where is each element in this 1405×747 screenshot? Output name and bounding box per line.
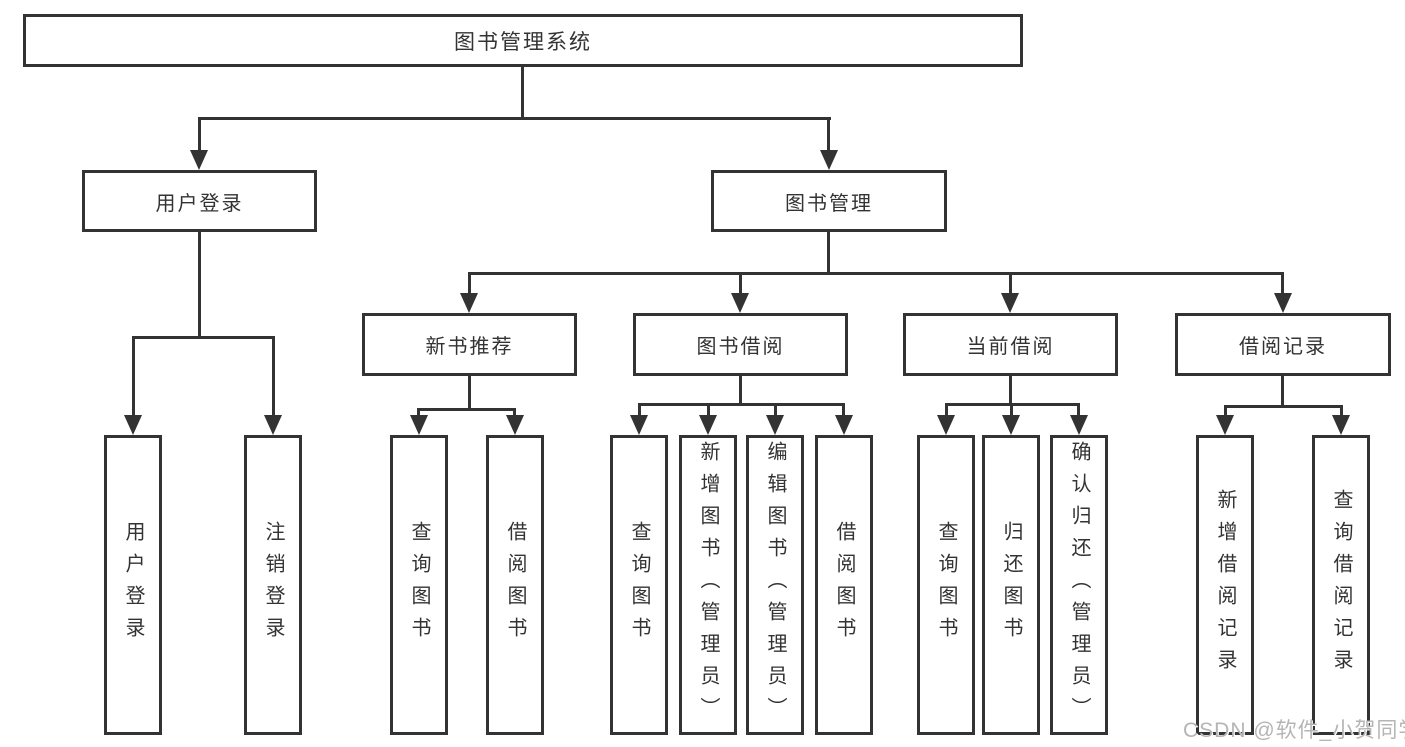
connector-line: [739, 272, 742, 296]
arrowhead-down-icon: [506, 415, 524, 435]
node-book-management: 图书管理: [711, 170, 947, 232]
connector-line: [1010, 403, 1013, 418]
connector-line: [827, 117, 830, 155]
leaf-borrow-books-1: 借阅图书: [486, 435, 544, 735]
node-user-login: 用户登录: [82, 170, 317, 232]
arrowhead-down-icon: [766, 415, 784, 435]
arrowhead-down-icon: [1216, 415, 1234, 435]
connector-line: [417, 408, 516, 411]
connector-line: [272, 336, 275, 418]
connector-line: [739, 373, 742, 406]
node-root: 图书管理系统: [23, 14, 1023, 67]
leaf-query-books-2-label: 查询图书: [628, 521, 650, 649]
connector-line: [513, 408, 516, 418]
node-user-login-label: 用户登录: [155, 192, 244, 215]
leaf-logout-label: 注销登录: [262, 521, 284, 649]
arrowhead-down-icon: [410, 415, 428, 435]
connector-line: [842, 403, 845, 418]
arrowhead-down-icon: [124, 415, 142, 435]
connector-line: [1009, 373, 1012, 406]
connector-line: [1077, 403, 1080, 418]
arrowhead-down-icon: [630, 415, 648, 435]
node-new-book-recommend-label: 新书推荐: [425, 336, 514, 358]
leaf-add-borrow-record: 新增借阅记录: [1196, 435, 1254, 735]
arrowhead-down-icon: [1332, 415, 1350, 435]
connector-line: [827, 229, 830, 275]
leaf-query-books-2: 查询图书: [610, 435, 668, 735]
leaf-query-borrow-record: 查询借阅记录: [1312, 435, 1370, 735]
leaf-query-borrow-record-label: 查询借阅记录: [1330, 489, 1352, 681]
connector-line: [638, 403, 641, 418]
arrowhead-down-icon: [1274, 293, 1292, 313]
leaf-borrow-books-2: 借阅图书: [815, 435, 873, 735]
leaf-add-borrow-record-label: 新增借阅记录: [1214, 489, 1236, 681]
leaf-user-login: 用户登录: [104, 435, 162, 735]
connector-line: [638, 403, 844, 406]
leaf-query-books-1-label: 查询图书: [408, 521, 430, 649]
connector-line: [468, 373, 471, 411]
leaf-logout: 注销登录: [244, 435, 302, 735]
node-book-borrow: 图书借阅: [633, 313, 848, 376]
leaf-edit-book-admin: 编辑图书（管理员）: [746, 435, 804, 735]
arrowhead-down-icon: [937, 415, 955, 435]
watermark: CSDN @软件_小贺同学: [1183, 719, 1405, 742]
leaf-add-book-admin-label: 新增图书（管理员）: [697, 441, 719, 729]
node-book-management-label: 图书管理: [785, 192, 873, 215]
arrowhead-down-icon: [1070, 415, 1088, 435]
leaf-edit-book-admin-label: 编辑图书（管理员）: [764, 441, 786, 729]
arrowhead-down-icon: [1001, 293, 1019, 313]
node-new-book-recommend: 新书推荐: [362, 313, 577, 376]
leaf-confirm-return-admin: 确认归还（管理员）: [1050, 435, 1108, 735]
connector-line: [1281, 373, 1284, 408]
node-borrow-records-label: 借阅记录: [1239, 336, 1327, 358]
arrowhead-down-icon: [190, 150, 208, 170]
connector-line: [945, 403, 948, 418]
leaf-return-book-label: 归还图书: [1000, 521, 1022, 649]
connector-line: [417, 408, 420, 418]
connector-line: [468, 272, 1284, 275]
connector-line: [774, 403, 777, 418]
node-root-label: 图书管理系统: [454, 30, 592, 54]
connector-line: [132, 336, 135, 418]
arrowhead-down-icon: [1002, 415, 1020, 435]
arrowhead-down-icon: [460, 293, 478, 313]
connector-line: [1224, 405, 1227, 418]
node-borrow-records: 借阅记录: [1175, 313, 1391, 376]
connector-line: [198, 117, 201, 155]
node-book-borrow-label: 图书借阅: [696, 336, 785, 358]
leaf-user-login-label: 用户登录: [122, 521, 144, 649]
leaf-query-books-3: 查询图书: [917, 435, 975, 735]
connector-line: [132, 336, 275, 339]
leaf-borrow-books-1-label: 借阅图书: [504, 521, 526, 649]
leaf-confirm-return-admin-label: 确认归还（管理员）: [1068, 441, 1090, 729]
arrowhead-down-icon: [820, 150, 838, 170]
leaf-query-books-3-label: 查询图书: [935, 521, 957, 649]
arrowhead-down-icon: [835, 415, 853, 435]
arrowhead-down-icon: [699, 415, 717, 435]
connector-line: [521, 67, 524, 117]
node-current-borrow-label: 当前借阅: [966, 336, 1055, 358]
connector-line: [707, 403, 710, 418]
connector-line: [1224, 405, 1343, 408]
connector-line: [198, 117, 831, 120]
leaf-add-book-admin: 新增图书（管理员）: [679, 435, 737, 735]
connector-line: [1009, 272, 1012, 296]
leaf-borrow-books-2-label: 借阅图书: [833, 521, 855, 649]
connector-line: [468, 272, 471, 296]
arrowhead-down-icon: [731, 293, 749, 313]
node-current-borrow: 当前借阅: [903, 313, 1118, 376]
leaf-return-book: 归还图书: [982, 435, 1040, 735]
connector-line: [198, 229, 201, 336]
leaf-query-books-1: 查询图书: [390, 435, 448, 735]
connector-line: [1340, 405, 1343, 418]
arrowhead-down-icon: [264, 415, 282, 435]
connector-line: [1281, 272, 1284, 296]
